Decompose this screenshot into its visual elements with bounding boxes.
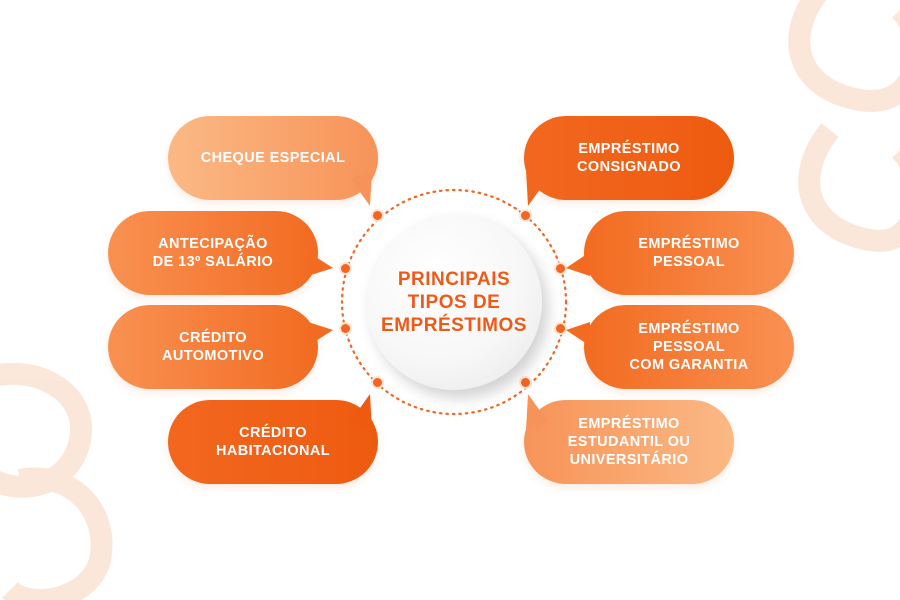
bubble-cheque-especial: CHEQUE ESPECIAL [168, 116, 378, 200]
connector-dot [554, 262, 567, 275]
bubble-label: ANTECIPAÇÃO DE 13º SALÁRIO [152, 236, 274, 270]
bubble-emprestimo-pessoal: EMPRÉSTIMO PESSOAL [584, 211, 794, 295]
bubble-credito-automotivo: CRÉDITO AUTOMOTIVO [108, 305, 318, 389]
bubble-label: EMPRÉSTIMO CONSIGNADO [577, 141, 681, 175]
center-title: PRINCIPAIS TIPOS DE EMPRÉSTIMOS [381, 268, 527, 336]
connector-dot [519, 376, 532, 389]
bubble-emprestimo-consignado: EMPRÉSTIMO CONSIGNADO [524, 116, 734, 200]
bubble-emprestimo-estudantil: EMPRÉSTIMO ESTUDANTIL OU UNIVERSITÁRIO [524, 400, 734, 484]
connector-dot [519, 209, 532, 222]
bubble-label: EMPRÉSTIMO ESTUDANTIL OU UNIVERSITÁRIO [567, 416, 691, 468]
bubble-label: EMPRÉSTIMO PESSOAL [638, 236, 740, 270]
bubble-emprestimo-pessoal-garantia: EMPRÉSTIMO PESSOAL COM GARANTIA [584, 305, 794, 389]
connector-dot [339, 262, 352, 275]
bubble-label: EMPRÉSTIMO PESSOAL COM GARANTIA [629, 321, 749, 373]
connector-dot [554, 322, 567, 335]
bubble-antecipacao: ANTECIPAÇÃO DE 13º SALÁRIO [108, 211, 318, 295]
connector-dot [371, 209, 384, 222]
bubble-label: CHEQUE ESPECIAL [200, 150, 346, 166]
connector-dot [339, 322, 352, 335]
bubble-label: CRÉDITO HABITACIONAL [215, 425, 331, 459]
bubble-credito-habitacional: CRÉDITO HABITACIONAL [168, 400, 378, 484]
bubble-label: CRÉDITO AUTOMOTIVO [161, 330, 264, 364]
connector-dot [371, 376, 384, 389]
center-circle: PRINCIPAIS TIPOS DE EMPRÉSTIMOS [366, 214, 542, 390]
